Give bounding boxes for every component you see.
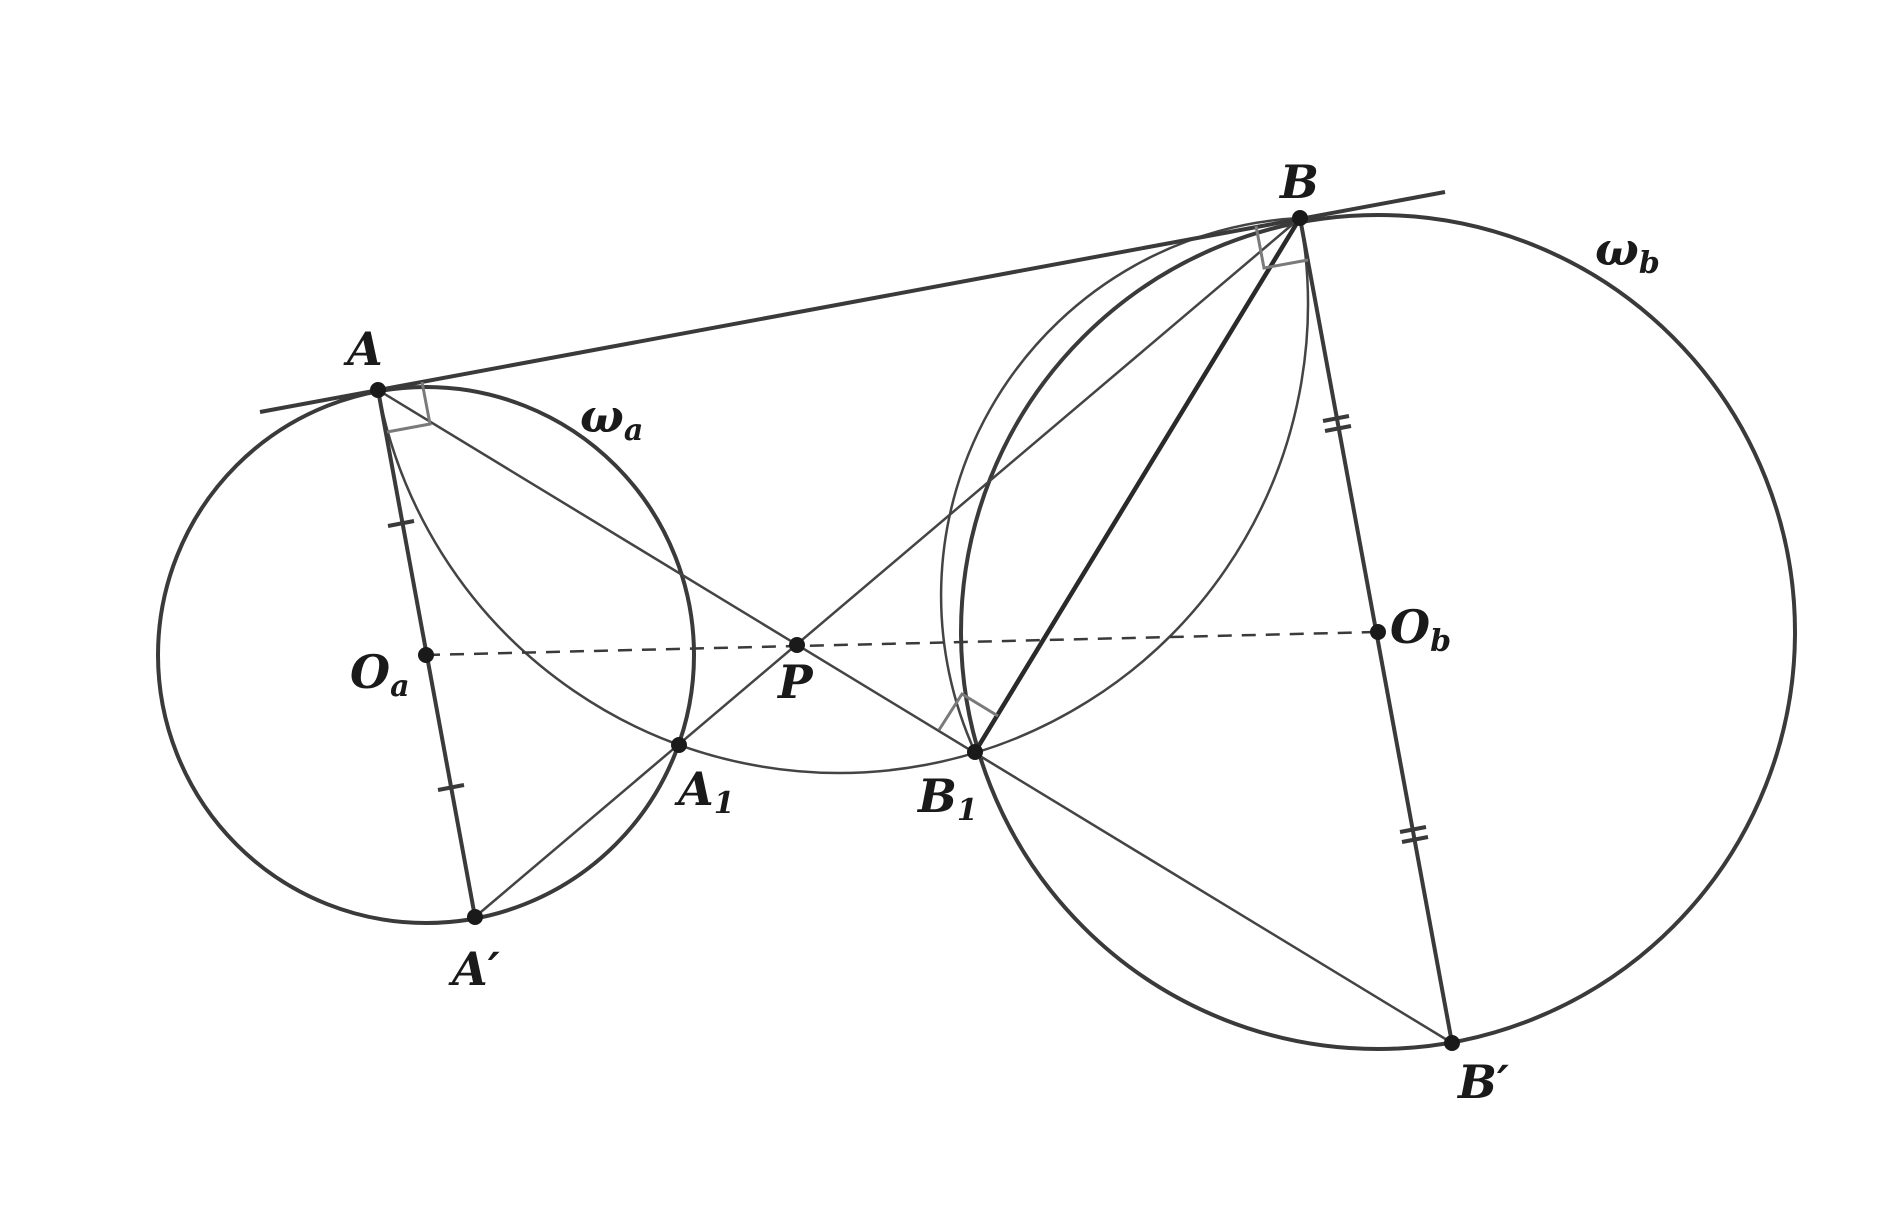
point-a: [370, 382, 386, 398]
line-aprime-b: [474, 217, 1301, 918]
double-tick-mark-obbprime-2: [1401, 835, 1429, 844]
label-ob: Ob: [1390, 600, 1451, 659]
tick-mark-oaaprime: [437, 783, 465, 792]
label-p: P: [776, 655, 814, 709]
point-oa: [418, 647, 434, 663]
point-p: [789, 637, 805, 653]
label-b1: B1: [916, 769, 978, 828]
segment-b-b1: [973, 216, 1302, 754]
point-aprime: [467, 909, 483, 925]
label-omega-a: ωa: [580, 389, 643, 448]
double-tick-mark-bob-2: [1324, 424, 1352, 433]
line-a-bprime: [377, 388, 1453, 1045]
double-tick-mark-bob-1: [1322, 414, 1350, 423]
tangent-line-ab: [259, 190, 1446, 414]
arc-through-a-a1-b1-b: [376, 217, 1310, 775]
point-b1: [967, 744, 983, 760]
point-a1: [671, 737, 687, 753]
right-angle-mark-a: [386, 381, 432, 434]
point-ob: [1370, 624, 1386, 640]
circle-omega-b: [959, 213, 1797, 1051]
point-b: [1292, 210, 1308, 226]
label-aprime: A′: [448, 942, 500, 996]
point-bprime: [1444, 1035, 1460, 1051]
right-angle-mark-b1: [937, 691, 999, 731]
tick-mark-aoa: [387, 519, 415, 528]
label-omega-b: ωb: [1595, 222, 1660, 281]
label-a1: A1: [674, 762, 735, 821]
label-a: A: [343, 322, 383, 376]
arc-through-b1-b: [939, 216, 1301, 753]
label-b: B: [1278, 155, 1319, 209]
right-angle-mark-b: [1254, 225, 1309, 270]
center-line-oa-ob: [425, 630, 1379, 657]
double-tick-mark-obbprime-1: [1399, 825, 1427, 834]
label-bprime: B′: [1456, 1055, 1509, 1109]
label-oa: Oa: [350, 645, 410, 704]
circle-omega-a: [156, 385, 696, 925]
